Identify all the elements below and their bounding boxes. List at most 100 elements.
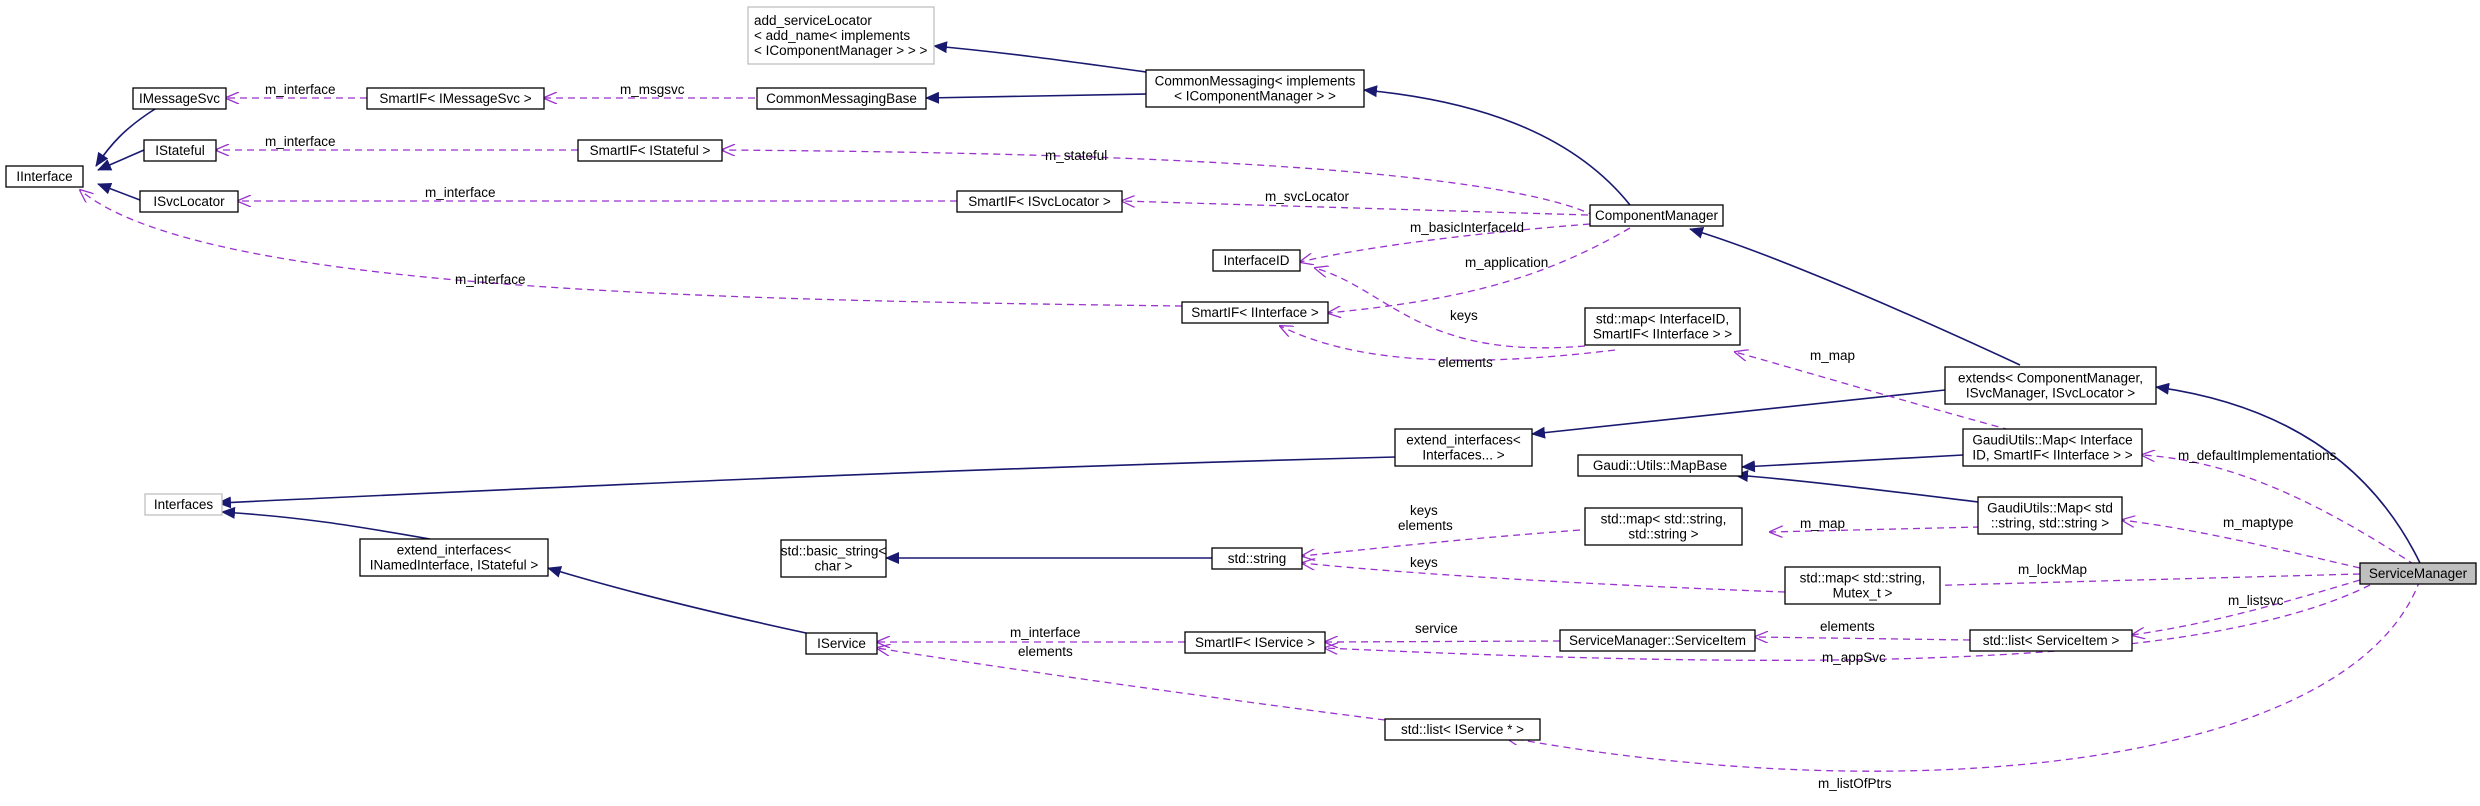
node-label: extend_interfaces<	[1406, 433, 1521, 448]
node-label: extend_interfaces<	[397, 543, 512, 558]
class-node-smartif-imessagesvc[interactable]: SmartIF< IMessageSvc >	[366, 87, 545, 110]
class-node-interfaces[interactable]: Interfaces	[144, 493, 223, 516]
class-node-serviceitem[interactable]: ServiceManager::ServiceItem	[1559, 629, 1756, 652]
nodes: add_serviceLocator< add_name< implements…	[5, 6, 2477, 741]
class-node-list-serviceitem[interactable]: std::list< ServiceItem >	[1969, 629, 2133, 652]
class-node-interfaceid[interactable]: InterfaceID	[1212, 249, 1301, 272]
node-label: char >	[815, 559, 853, 574]
class-node-componentmanager[interactable]: ComponentManager	[1589, 204, 1724, 227]
node-label: GaudiUtils::Map< std	[1987, 501, 2113, 516]
edge-label-m-defaultimplementations: m_defaultImplementations	[2178, 448, 2337, 463]
class-node-isvclocator[interactable]: ISvcLocator	[139, 190, 239, 213]
edge-isvclocator-iinterface	[97, 183, 141, 201]
edge-m-listsvc	[2132, 579, 2361, 635]
class-node-commonmessaging[interactable]: CommonMessaging< implements< IComponentM…	[1145, 69, 1365, 108]
class-node-add-servicelocator[interactable]: add_serviceLocator< add_name< implements…	[747, 6, 935, 65]
node-label: Interfaces	[154, 497, 214, 512]
class-node-servicemanager[interactable]: ServiceManager	[2359, 562, 2477, 585]
edge-gaudimap-str-mapbase	[1734, 470, 1979, 503]
class-node-mapbase[interactable]: Gaudi::Utils::MapBase	[1577, 454, 1743, 477]
edge-keys-elements-str	[1302, 529, 1581, 556]
class-node-istateful[interactable]: IStateful	[143, 139, 217, 162]
edge-label-elements: elements	[1820, 619, 1875, 634]
class-node-iinterface[interactable]: IInterface	[5, 165, 84, 188]
class-node-extend-interfaces-named[interactable]: extend_interfaces<INamedInterface, IStat…	[359, 538, 549, 577]
node-label: std::map< std::string,	[1800, 571, 1926, 586]
edge-label-elements: elements	[1398, 518, 1453, 533]
edge-label-m-map: m_map	[1810, 348, 1855, 363]
edge-gaudimap-if-mapbase	[1741, 454, 1964, 473]
node-label: SmartIF< IMessageSvc >	[379, 91, 531, 106]
node-label: GaudiUtils::Map< Interface	[1972, 433, 2132, 448]
class-node-smartif-istateful[interactable]: SmartIF< IStateful >	[577, 139, 723, 162]
edge-label-m-msgsvc: m_msgsvc	[620, 82, 685, 97]
edge-iservice-extend-named	[547, 566, 807, 634]
class-node-gaudimap-if[interactable]: GaudiUtils::Map< InterfaceID, SmartIF< I…	[1962, 428, 2143, 467]
node-label: ServiceManager	[2369, 566, 2468, 581]
node-label: ISvcLocator	[153, 194, 225, 209]
class-node-std-string[interactable]: std::string	[1211, 547, 1303, 570]
class-node-extends-cm[interactable]: extends< ComponentManager,ISvcManager, I…	[1944, 366, 2157, 405]
node-label: ::string, std::string >	[1991, 516, 2109, 531]
node-box	[143, 139, 217, 162]
class-node-map-str-mutex[interactable]: std::map< std::string,Mutex_t >	[1784, 566, 1941, 605]
class-node-list-iserviceptr[interactable]: std::list< IService * >	[1384, 718, 1541, 741]
node-box	[1584, 507, 1743, 546]
edge-m-listofptrs	[1505, 579, 2421, 772]
node-label: CommonMessaging< implements	[1155, 74, 1356, 89]
node-label: SmartIF< ISvcLocator >	[968, 194, 1111, 209]
edge-extends-componentmanager	[1689, 226, 2021, 366]
node-label: InterfaceID	[1223, 253, 1289, 268]
class-node-extend-interfaces-var[interactable]: extend_interfaces<Interfaces... >	[1394, 428, 1533, 467]
edge-m-svclocator	[1122, 201, 1589, 216]
edge-label-m-map: m_map	[1800, 516, 1845, 531]
class-node-basic-string[interactable]: std::basic_string<char >	[780, 539, 887, 578]
edge-label-m-appsvc: m_appSvc	[1822, 650, 1886, 665]
node-label: SmartIF< IService >	[1195, 635, 1315, 650]
edge-label-elements: elements	[1438, 355, 1493, 370]
edge-label-m-interface: m_interface	[1010, 625, 1081, 640]
edge-label-m-interface: m_interface	[455, 272, 526, 287]
edge-servicemanager-extends	[2155, 382, 2421, 564]
edge-keys-mutex	[1302, 563, 1786, 593]
edge-label-m-interface: m_interface	[425, 185, 496, 200]
edge-label-service: service	[1415, 621, 1458, 636]
class-node-smartif-isvclocator[interactable]: SmartIF< ISvcLocator >	[956, 190, 1123, 213]
node-label: SmartIF< IInterface > >	[1593, 327, 1732, 342]
edges	[80, 41, 2421, 772]
node-box	[1944, 366, 2157, 405]
class-node-imessagesvc[interactable]: IMessageSvc	[132, 87, 227, 110]
edge-service	[1325, 641, 1561, 642]
edge-elements-serviceitem	[1755, 637, 1971, 640]
node-box	[1394, 428, 1533, 467]
edge-label-elements: elements	[1018, 644, 1073, 659]
node-box	[1584, 307, 1741, 346]
edge-istateful-iinterface	[97, 149, 145, 171]
node-box	[132, 87, 227, 110]
class-node-gaudimap-str[interactable]: GaudiUtils::Map< std::string, std::strin…	[1977, 496, 2123, 535]
node-box	[1559, 629, 1756, 652]
node-label: std::map< InterfaceID,	[1596, 312, 1729, 327]
edge-label-m-svclocator: m_svcLocator	[1265, 189, 1350, 204]
class-node-commonmessagingbase[interactable]: CommonMessagingBase	[756, 87, 927, 110]
node-label: extends< ComponentManager,	[1958, 371, 2143, 386]
edge-label-keys: keys	[1410, 555, 1438, 570]
node-label: std::list< IService * >	[1401, 722, 1524, 737]
class-node-smartif-iinterface[interactable]: SmartIF< IInterface >	[1181, 301, 1329, 324]
edge-label-keys: keys	[1410, 503, 1438, 518]
node-label: Interfaces... >	[1422, 448, 1504, 463]
class-node-smartif-iservice[interactable]: SmartIF< IService >	[1184, 631, 1326, 654]
node-label: INamedInterface, IStateful >	[370, 558, 539, 573]
node-label: std::map< std::string,	[1601, 512, 1727, 527]
edge-extend-named-interfaces	[221, 506, 431, 540]
edge-label-m-stateful: m_stateful	[1045, 148, 1107, 163]
node-label: CommonMessagingBase	[766, 91, 917, 106]
node-box	[1212, 249, 1301, 272]
class-node-map-str-str[interactable]: std::map< std::string,std::string >	[1584, 507, 1743, 546]
class-node-map-interfaceid[interactable]: std::map< InterfaceID,SmartIF< IInterfac…	[1584, 307, 1741, 346]
class-node-iservice[interactable]: IService	[805, 632, 878, 655]
node-box	[366, 87, 545, 110]
edge-label-m-lockmap: m_lockMap	[2018, 562, 2087, 577]
node-label: Gaudi::Utils::MapBase	[1593, 458, 1727, 473]
node-label: ISvcManager, ISvcLocator >	[1966, 386, 2135, 401]
